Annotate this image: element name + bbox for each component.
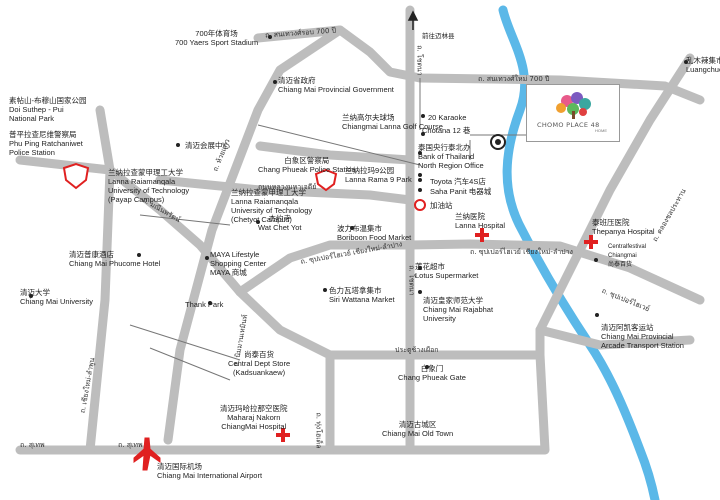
road-label: ถนนหลวงมหาเจดีย์	[258, 183, 317, 191]
road-label: ถ. ทุ่งโฮเต็ล	[314, 412, 323, 449]
police-shield-icon	[314, 168, 338, 192]
tree-logo-icon	[556, 92, 591, 119]
road-label: ถ. สุเทพ	[118, 441, 143, 449]
ping-river	[498, 5, 660, 500]
place-chotana: Chotana 12 巷	[422, 126, 471, 135]
logo-text: CHOMO PLACE 48	[537, 121, 600, 129]
road-label: ถ. สุเทพ	[20, 441, 45, 449]
chomo-place-logo: CHOMO PLACE 48 HOME	[526, 84, 620, 142]
police-shield-icon	[62, 162, 90, 190]
airplane-icon	[133, 437, 161, 471]
place-thank-park: Thank Park	[185, 300, 224, 309]
road-label: ประตูช้างเผือก	[395, 346, 439, 354]
road-label: ถ. ซุปเปอร์ไฮเวย์ เชียงใหม่-ลำปาง	[470, 248, 573, 256]
gas-station-icon	[414, 199, 426, 211]
place-saha: Saha Panit 电器城	[430, 187, 492, 196]
place-toyota: Toyota 汽车4S店	[430, 177, 486, 186]
roads	[15, 5, 705, 455]
place-convention: 清迈会展中心	[185, 141, 230, 150]
hospital-icons	[276, 228, 598, 442]
place-gas: 加油站	[430, 201, 453, 210]
road-label: ถ. สนเทวงศ์ใหม่ 700 ปี	[478, 75, 550, 83]
location-dots	[29, 35, 688, 369]
place-karaoke: 20 Karaoke	[428, 113, 467, 122]
north-direction-label: 前往迈林县	[422, 33, 455, 40]
north-arrow-icon	[407, 10, 419, 30]
road-label: ถ. โชตนา	[415, 45, 424, 76]
logo-subtext: HOME	[595, 128, 607, 133]
